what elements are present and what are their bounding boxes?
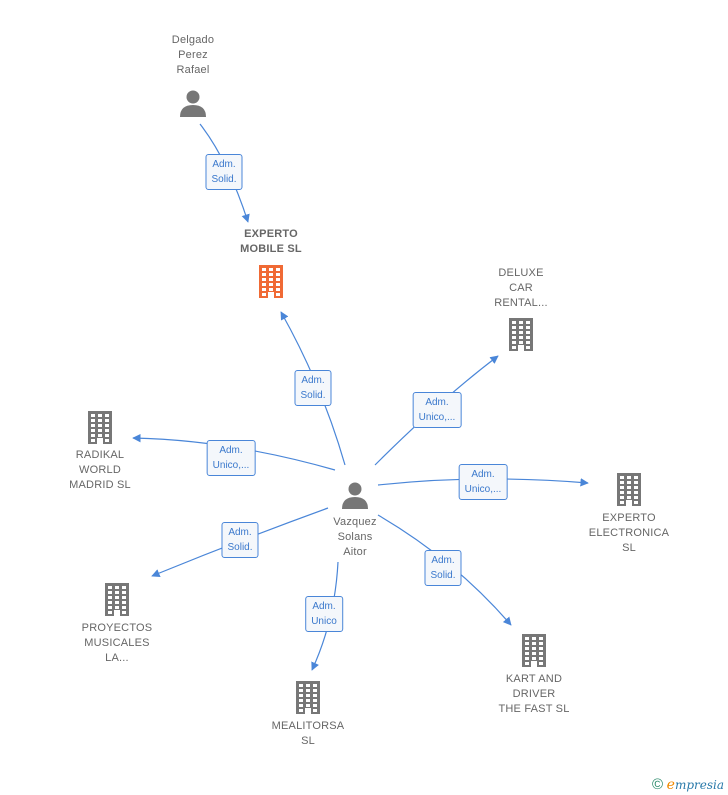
building-icon-experto_mobile[interactable]	[256, 264, 286, 303]
edge-label-experto_electronica[interactable]: Adm. Unico,...	[458, 464, 508, 500]
node-label-experto_electronica[interactable]: EXPERTO ELECTRONICA SL	[588, 512, 670, 554]
edge-label-experto_mobile[interactable]: Adm. Solid.	[294, 370, 332, 406]
node-radikal[interactable]: RADIKAL WORLD MADRID SL	[69, 448, 131, 493]
node-label-deluxe[interactable]: DELUXE CAR RENTAL...	[494, 267, 548, 309]
brand-name: mpresia	[674, 778, 724, 792]
person-icon-vazquez[interactable]	[340, 480, 370, 515]
brand-logo-icon: e	[666, 777, 675, 793]
node-label-kart[interactable]: KART AND DRIVER THE FAST SL	[498, 673, 570, 715]
person-icon-delgado[interactable]	[178, 88, 208, 123]
building-icon-radikal[interactable]	[85, 410, 115, 449]
node-label-vazquez[interactable]: Vazquez Solans Aitor	[333, 516, 377, 558]
node-label-mealitorsa[interactable]: MEALITORSA SL	[271, 720, 345, 747]
node-vazquez[interactable]: Vazquez Solans Aitor	[333, 515, 376, 560]
edge-label-radikal[interactable]: Adm. Unico,...	[206, 440, 256, 476]
node-deluxe[interactable]: DELUXE CAR RENTAL...	[494, 266, 548, 311]
edge-label-experto_mobile[interactable]: Adm. Solid.	[205, 154, 243, 190]
edge-label-deluxe[interactable]: Adm. Unico,...	[412, 392, 462, 428]
building-icon-kart[interactable]	[519, 633, 549, 672]
building-icon-deluxe[interactable]	[506, 317, 536, 356]
edge-label-proyectos[interactable]: Adm. Solid.	[221, 522, 259, 558]
node-kart[interactable]: KART AND DRIVER THE FAST SL	[498, 672, 569, 717]
building-icon-mealitorsa[interactable]	[293, 680, 323, 719]
node-label-experto_mobile[interactable]: EXPERTO MOBILE SL	[240, 228, 302, 255]
node-experto_electronica[interactable]: EXPERTO ELECTRONICA SL	[589, 511, 669, 556]
node-experto_mobile[interactable]: EXPERTO MOBILE SL	[240, 227, 302, 257]
node-delgado[interactable]: Delgado Perez Rafael	[172, 33, 214, 78]
node-label-proyectos[interactable]: PROYECTOS MUSICALES LA...	[81, 622, 153, 664]
edge-label-mealitorsa[interactable]: Adm. Unico	[305, 596, 343, 632]
building-icon-experto_electronica[interactable]	[614, 472, 644, 511]
node-mealitorsa[interactable]: MEALITORSA SL	[272, 719, 345, 749]
footer-brand: © empresia	[652, 776, 724, 793]
edge-label-kart[interactable]: Adm. Solid.	[424, 550, 462, 586]
node-label-radikal[interactable]: RADIKAL WORLD MADRID SL	[69, 449, 131, 491]
node-label-delgado[interactable]: Delgado Perez Rafael	[171, 34, 215, 76]
copyright-icon: ©	[651, 776, 664, 793]
node-proyectos[interactable]: PROYECTOS MUSICALES LA...	[82, 621, 153, 666]
building-icon-proyectos[interactable]	[102, 582, 132, 621]
